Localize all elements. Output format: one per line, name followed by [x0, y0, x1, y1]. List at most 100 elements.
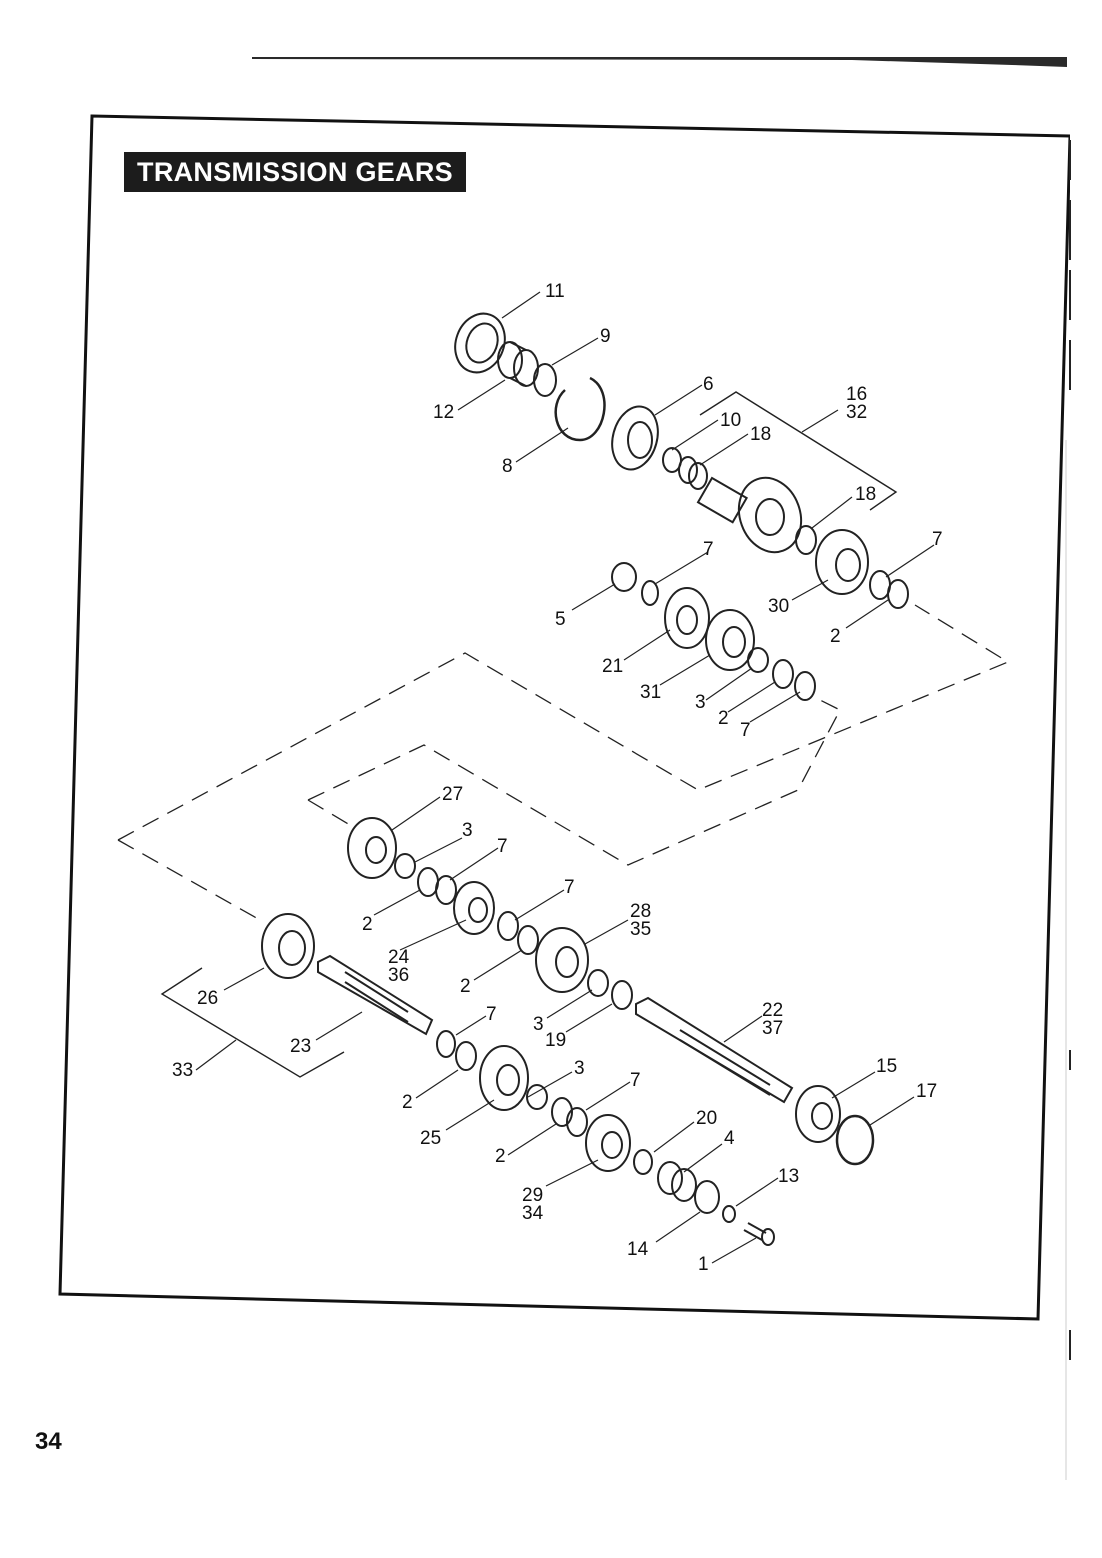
callout-label: 9 [600, 326, 611, 347]
callout-label: 2 [362, 914, 373, 935]
bearing-part [795, 1085, 841, 1143]
gear-part [815, 529, 869, 595]
callout-label: 14 [627, 1239, 649, 1260]
callout-label: 2 [402, 1092, 413, 1113]
ring-part [633, 1149, 653, 1175]
callout-label: 3 [574, 1058, 585, 1079]
callout-label: 2 [460, 976, 471, 997]
callout-label: 16 [846, 384, 867, 405]
seal-part [454, 312, 506, 374]
callout-label: 4 [724, 1128, 735, 1149]
ring-part [772, 659, 794, 689]
assembly-outline [117, 604, 1010, 921]
gear-part [453, 881, 495, 935]
ring-part [455, 1041, 477, 1071]
snap-ring-part [794, 671, 816, 701]
gear-part [479, 1045, 529, 1111]
callout-label: 12 [433, 402, 454, 423]
callout-label: 33 [172, 1060, 193, 1081]
callout-label: 19 [545, 1030, 566, 1051]
needle-bearing-part [526, 1084, 548, 1110]
retaining-ring-part [694, 1180, 720, 1214]
needle-bearing-part [795, 525, 817, 555]
retaining-ring-part [554, 376, 606, 442]
ring-part [517, 925, 539, 955]
main-drive-gear [696, 476, 803, 554]
callout-label: 20 [696, 1108, 717, 1129]
callout-label: 7 [497, 836, 508, 857]
callout-label: 26 [197, 988, 218, 1009]
callout-label: 35 [630, 919, 651, 940]
callout-label: 7 [740, 720, 751, 741]
callout-label: 31 [640, 682, 661, 703]
snap-ring-part [641, 580, 659, 606]
top-rule [252, 57, 1067, 67]
gear-part [261, 913, 315, 979]
needle-bearing-part [394, 853, 416, 879]
needle-bearing-part [678, 456, 708, 490]
callout-label: 7 [932, 529, 943, 550]
callout-label: 22 [762, 1000, 783, 1021]
needle-bearing-part [747, 647, 769, 673]
callout-label: 7 [564, 877, 575, 898]
callout-label: 37 [762, 1018, 783, 1039]
bearing-part [611, 405, 659, 471]
callout-label: 32 [846, 402, 867, 423]
ring-part [869, 570, 891, 600]
callout-label: 28 [630, 901, 651, 922]
callout-label: 23 [290, 1036, 311, 1057]
needle-bearing-part [611, 562, 637, 592]
mainshaft-part [317, 954, 434, 1036]
callout-label: 3 [695, 692, 706, 713]
bearing-part [657, 1161, 697, 1202]
ring-part [533, 363, 557, 397]
binding-edge-marks [1065, 140, 1071, 1480]
callout-labels: 11 9 12 8 6 10 18 16 32 18 7 5 30 7 2 21… [172, 281, 943, 1275]
callout-label: 30 [768, 596, 789, 617]
callout-label: 10 [720, 410, 741, 431]
gear-part [347, 817, 397, 879]
snap-ring-part [435, 875, 457, 905]
callout-label: 7 [703, 539, 714, 560]
callout-label: 7 [630, 1070, 641, 1091]
callout-label: 27 [442, 784, 463, 805]
countershaft-part [635, 996, 794, 1104]
gear-part [664, 587, 710, 649]
callout-label: 6 [703, 374, 714, 395]
callout-label: 1 [698, 1254, 709, 1275]
group-bracket [160, 391, 898, 1078]
ring-part [417, 867, 439, 897]
callout-label: 15 [876, 1056, 897, 1077]
callout-label: 18 [750, 424, 771, 445]
callout-label: 11 [545, 281, 565, 302]
callout-label: 21 [602, 656, 623, 677]
callout-label: 34 [522, 1203, 544, 1224]
snap-ring-part [497, 911, 519, 941]
callout-label: 3 [462, 820, 473, 841]
page-title: TRANSMISSION GEARS [124, 152, 466, 192]
callout-label: 18 [855, 484, 876, 505]
callout-label: 7 [486, 1004, 497, 1025]
callout-label: 17 [916, 1081, 937, 1102]
callout-label: 2 [718, 708, 729, 729]
ring-part [551, 1097, 573, 1127]
callout-label: 36 [388, 965, 409, 986]
ring-part [611, 980, 633, 1010]
gear-part [585, 1114, 631, 1172]
callout-label: 5 [555, 609, 566, 630]
ring-part [887, 579, 909, 609]
callout-label: 3 [533, 1014, 544, 1035]
screw-part [743, 1222, 775, 1246]
washer-part [722, 1205, 736, 1223]
callout-label: 25 [420, 1128, 441, 1149]
snap-ring-part [436, 1030, 456, 1058]
needle-bearing-part [587, 969, 609, 997]
callout-label: 2 [495, 1146, 506, 1167]
callout-label: 24 [388, 947, 410, 968]
gear-part [535, 927, 589, 993]
page-number: 34 [35, 1428, 62, 1455]
callout-label: 2 [830, 626, 841, 647]
gear-part [705, 609, 755, 671]
snap-ring-part [566, 1107, 588, 1137]
